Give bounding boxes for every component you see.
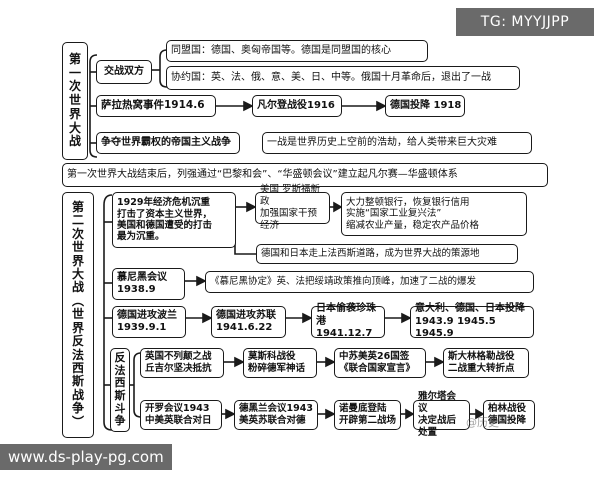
sarajevo-event: 萨拉热窝事件1914.6: [96, 95, 216, 117]
sides-label: 交战双方: [96, 60, 152, 84]
anti-fascist-struggle-label: 反 法 西 斯 斗 争: [110, 348, 130, 432]
economic-crisis-1929: 1929年经济危机沉重 打击了资本主义世界， 美国和德国遭受的打击 最为沉重。: [112, 192, 236, 248]
ww2-title: 第 二 次 世 界 大 战 ︵ 世 界 反 法 西 斯 战 争 ︶: [62, 192, 94, 438]
cairo-conference: 开罗会议1943 中美英联合对日: [140, 400, 222, 430]
battle-of-stalingrad: 斯大林格勒战役 二战重大转折点: [443, 348, 529, 378]
yalta-conference: 雅尔塔会议 决定战后处置: [413, 391, 470, 438]
munich-agreement-detail: 《慕尼黑协定》英、法把绥靖政策推向顶峰，加速了二战的爆发: [205, 271, 534, 293]
invasion-of-poland: 德国进攻波兰 1939.9.1: [112, 306, 186, 338]
central-powers: 同盟国：德国、奥匈帝国等。德国是同盟国的核心: [166, 40, 428, 62]
top-watermark: TG: MYYJJPP: [456, 8, 594, 36]
munich-conference: 慕尼黑会议 1938.9: [112, 268, 185, 300]
allied-powers: 协约国：英、法、俄、意、美、日、中等。俄国十月革命后，退出了一战: [166, 66, 520, 90]
us-new-deal: 美国 罗斯福新政 加强国家干预经济: [255, 184, 330, 231]
versailles-washington-system: 第一次世界大战结束后，列强通过“巴黎和会”、“华盛顿会议”建立起凡尔赛—华盛顿体…: [62, 163, 548, 187]
rise-of-fascism: 德国和日本走上法西斯道路，成为世界大战的策源地: [256, 244, 518, 264]
war-evaluation: 一战是世界历史上空前的浩劫，给人类带来巨大灾难: [262, 132, 532, 154]
tehran-conference: 德黑兰会议1943 美英苏联合对德: [234, 400, 318, 430]
faint-watermark: @历史: [466, 416, 499, 429]
bottom-watermark: www.ds-play-pg.com: [0, 444, 172, 470]
invasion-of-ussr: 德国进攻苏联 1941.6.22: [211, 306, 286, 338]
normandy-landing: 诺曼底登陆 开辟第二战场: [334, 400, 401, 430]
pearl-harbor-attack: 日本偷袭珍珠港 1941.12.7: [311, 303, 385, 339]
axis-surrender: 意大利、德国、日本投降 1943.9 1945.5 1945.9: [410, 303, 534, 339]
ww1-title: 第 一 次 世 界 大 战: [62, 42, 88, 160]
war-nature: 争夺世界霸权的帝国主义战争: [96, 132, 240, 154]
battle-of-britain: 英国不列颠之战 丘吉尔坚决抵抗: [140, 348, 224, 378]
germany-surrender-1918: 德国投降 1918: [385, 95, 465, 117]
battle-of-moscow: 莫斯科战役 粉碎德军神话: [243, 348, 317, 378]
verdun-battle: 凡尔登战役1916: [252, 95, 342, 117]
declaration-of-united-nations: 中苏美英26国签 《联合国家宣言》: [334, 348, 426, 378]
battle-of-berlin: 柏林战役 德国投降: [483, 400, 535, 430]
new-deal-measures: 大力整顿银行，恢复银行信用 实施“国家工业复兴法” 缩减农业产量，稳定农产品价格: [341, 192, 527, 236]
